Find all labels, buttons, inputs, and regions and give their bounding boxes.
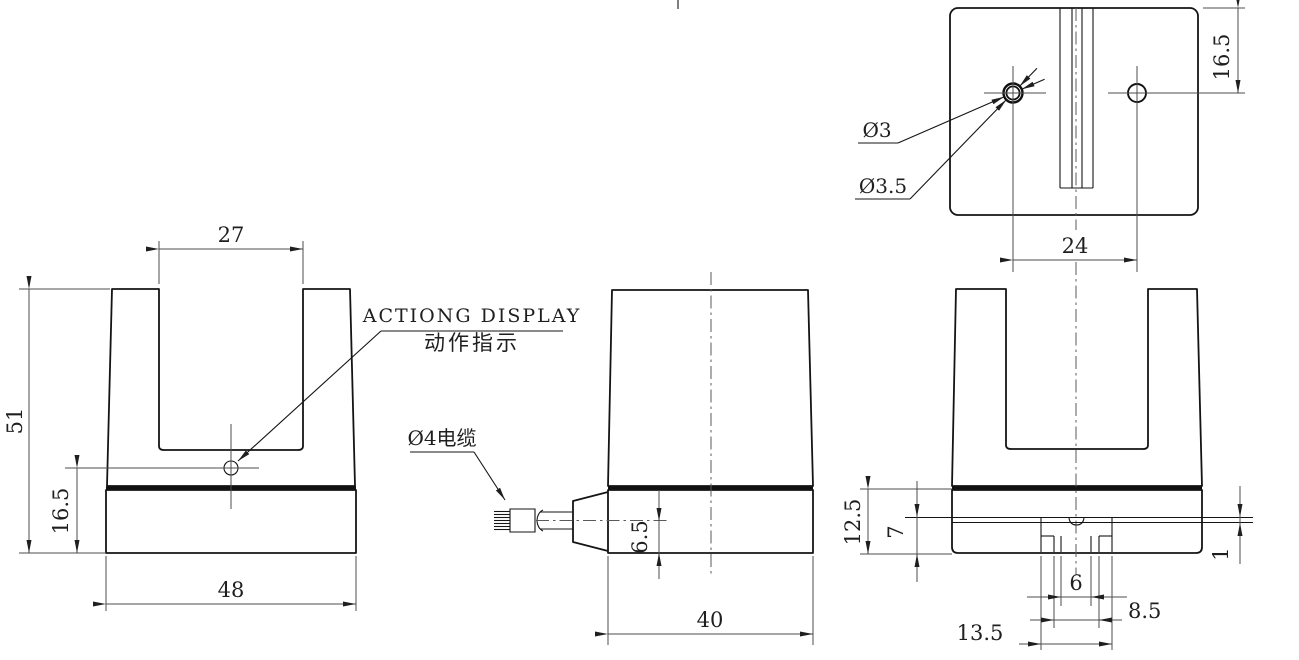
- rear-view: 12.5 7 1 6 8.5: [841, 8, 1253, 650]
- hole-leader-o3: [858, 78, 1045, 144]
- cable-strain-relief: [572, 491, 609, 552]
- side-body-outline: [607, 289, 814, 487]
- dim-width-48: 48: [93, 556, 357, 611]
- front-view: ACTIONG DISPLAY 动作指示 27 51 16.5 48: [3, 223, 582, 611]
- bottom-body-outline: [949, 7, 1199, 216]
- dim-text-7: 7: [884, 525, 908, 538]
- dim-text-6: 6: [1069, 571, 1082, 595]
- dim-groove-height-7: 7: [884, 481, 920, 582]
- dim-text-40: 40: [697, 608, 724, 632]
- dim-text-48: 48: [218, 578, 245, 602]
- mounting-hole-left: [984, 66, 1046, 272]
- cable-strands: [494, 510, 510, 531]
- mounting-groove: [1059, 8, 1094, 189]
- dim-slot-opening-6: 6: [1027, 571, 1127, 600]
- dim-text-1: 1: [1209, 547, 1233, 560]
- cable-leader: [410, 451, 506, 501]
- cable-label: Ø4电缆: [407, 426, 476, 450]
- dim-height-51: 51: [3, 276, 110, 554]
- dim-notch-depth-1: 1: [1209, 486, 1243, 564]
- dim-led-height-16-5: 16.5: [49, 455, 80, 553]
- dim-shoulder-8-5: 8.5: [1030, 599, 1161, 623]
- dim-text-6-5: 6.5: [628, 520, 652, 553]
- indicator-label-en: ACTIONG DISPLAY: [362, 305, 582, 327]
- dim-text-8-5: 8.5: [1128, 599, 1161, 623]
- groove-extension-lines: [1040, 556, 1113, 650]
- indicator-label-zh: 动作指示: [424, 331, 520, 355]
- side-view: Ø4电缆 6.5 40: [407, 272, 814, 645]
- hole-label-o3: Ø3: [862, 118, 891, 142]
- hole-label-o3-5: Ø3.5: [859, 174, 907, 198]
- bottom-view: Ø3 Ø3.5 16.5 24: [855, 0, 1245, 272]
- dim-text-24: 24: [1062, 234, 1089, 258]
- side-base-outline: [607, 489, 814, 554]
- indicator-leader: [237, 330, 563, 462]
- front-body-outline: [106, 288, 356, 487]
- rear-base-outline: [951, 489, 1203, 554]
- dim-text-top-16-5: 16.5: [1210, 34, 1234, 81]
- dim-base-height-12-5: 12.5: [841, 476, 952, 555]
- dim-text-16-5: 16.5: [49, 488, 73, 535]
- cable-connector: [509, 508, 536, 533]
- mounting-hole-right: [1108, 66, 1245, 272]
- dim-slot-width-27: 27: [146, 223, 304, 284]
- dim-text-51: 51: [3, 408, 27, 435]
- dim-text-12-5: 12.5: [841, 499, 865, 546]
- rear-body-outline: [951, 288, 1203, 487]
- dim-groove-width-13-5: 13.5: [957, 621, 1112, 647]
- dim-depth-40: 40: [595, 556, 814, 645]
- dim-text-27: 27: [218, 223, 245, 247]
- groove-center-notch: [1068, 517, 1085, 526]
- front-base-outline: [105, 489, 357, 554]
- t-slot-groove: [1040, 517, 1113, 552]
- cable-assembly: [494, 491, 670, 552]
- dim-text-13-5: 13.5: [957, 621, 1004, 645]
- hole-leader-o3-5: [855, 67, 1038, 200]
- dim-cable-offset-6-5: 6.5: [628, 490, 662, 579]
- dim-edge-to-hole-16-5: 16.5: [1203, 0, 1245, 93]
- dim-hole-spacing-24: 24: [1000, 234, 1137, 263]
